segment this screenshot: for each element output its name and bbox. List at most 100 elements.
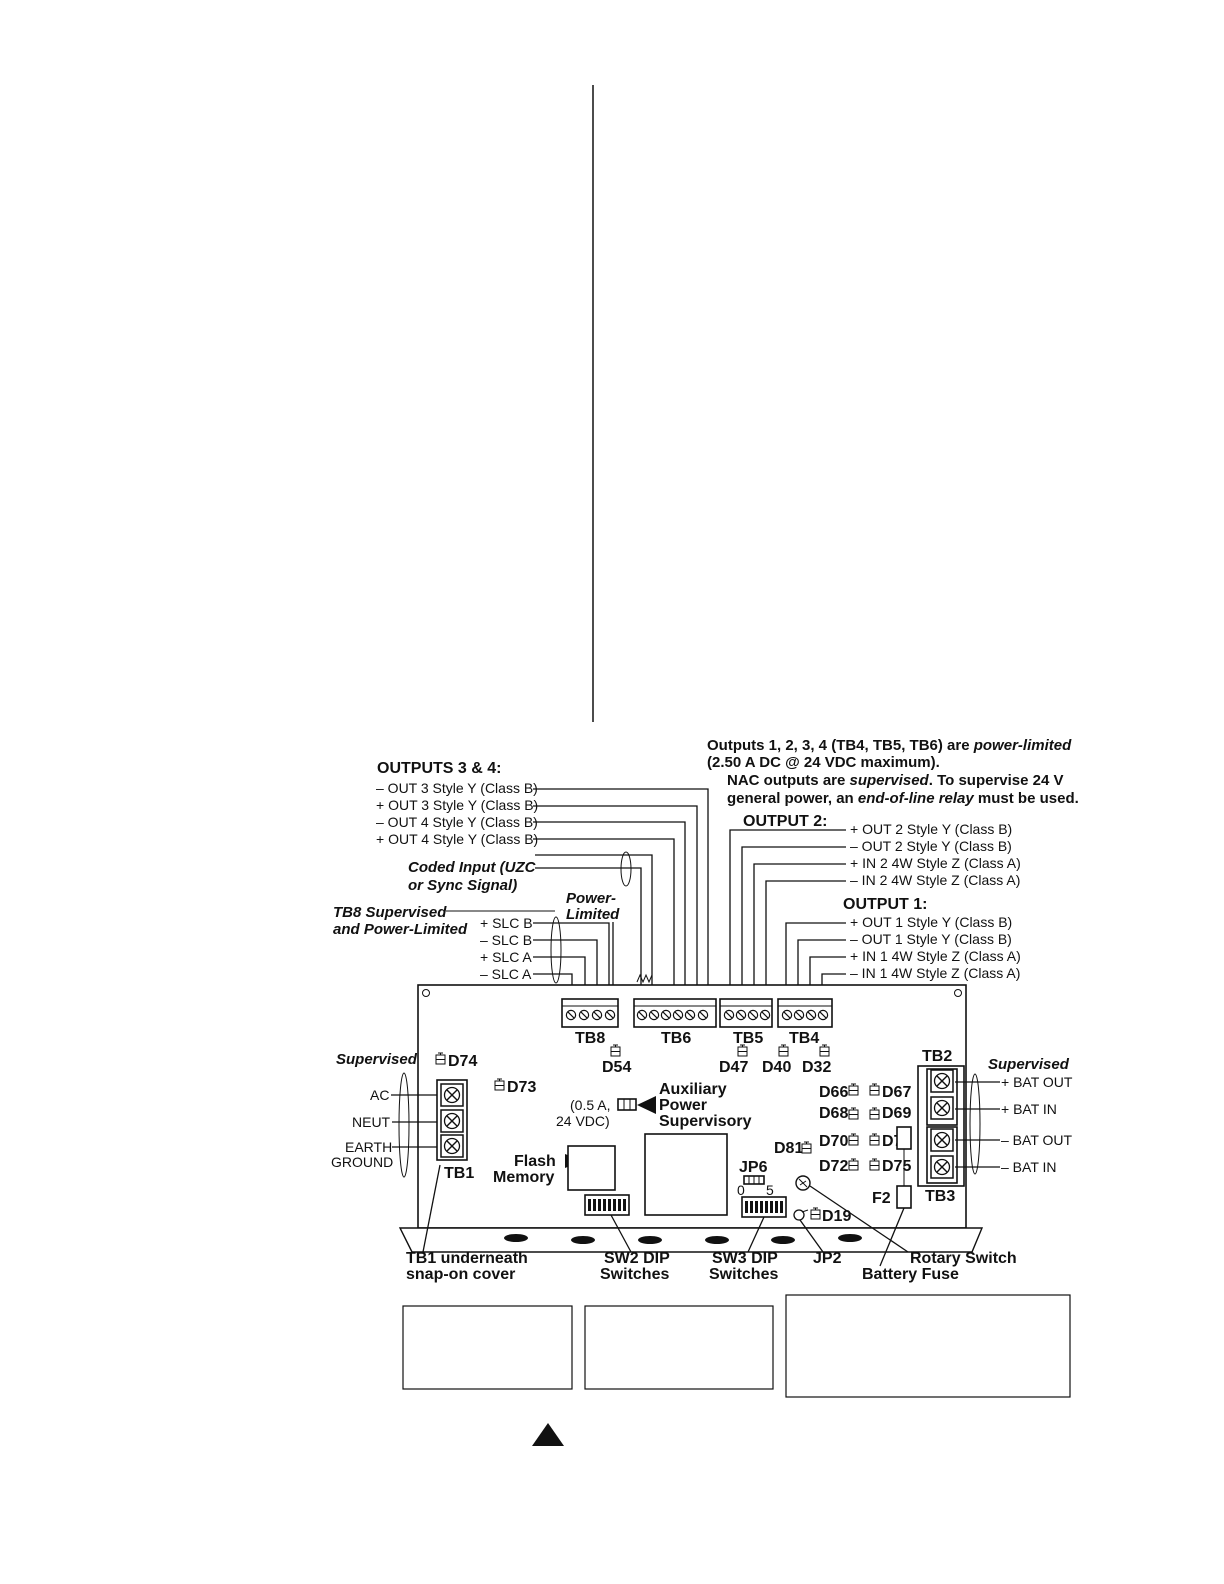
- tb4-label: TB4: [789, 1030, 819, 1047]
- led-d32-icon: [819, 1044, 830, 1057]
- in2-neg-label: – IN 2 4W Style Z (Class A): [850, 872, 1020, 888]
- led-d71-icon: [869, 1133, 880, 1146]
- aux-label-3: Supervisory: [659, 1113, 752, 1130]
- led-d73-label: D73: [507, 1079, 536, 1096]
- battery-fuse-icon: [896, 1126, 912, 1209]
- tb8-label: TB8: [575, 1030, 605, 1047]
- tb1-callout-2: snap-on cover: [406, 1266, 515, 1283]
- led-d69-label: D69: [882, 1105, 911, 1122]
- f2-label: F2: [872, 1190, 891, 1207]
- aux-spec-1: (0.5 A,: [570, 1097, 610, 1113]
- led-d75-label: D75: [882, 1158, 911, 1175]
- tb2-tb3-terminal-block: [917, 1065, 965, 1187]
- tb8-note-2: and Power-Limited: [333, 921, 468, 938]
- tb8-note-1: TB8 Supervised: [333, 904, 447, 921]
- led-d72-icon: [848, 1158, 859, 1171]
- note-line-1: Outputs 1, 2, 3, 4 (TB4, TB5, TB6) are p…: [707, 737, 1072, 754]
- led-d81-icon: [801, 1141, 812, 1154]
- led-d40-icon: [778, 1044, 789, 1057]
- rotary-switch-callout: Rotary Switch: [910, 1250, 1017, 1267]
- tb6-label: TB6: [661, 1030, 691, 1047]
- tb3-label: TB3: [925, 1188, 955, 1205]
- chassis-skirt: [398, 1227, 984, 1253]
- note-line-3: NAC outputs are supervised. To supervise…: [727, 772, 1064, 789]
- led-d73-icon: [494, 1078, 505, 1091]
- led-d68-icon: [848, 1107, 859, 1120]
- note-line-2: (2.50 A DC @ 24 VDC maximum).: [707, 754, 940, 771]
- led-d32-label: D32: [802, 1059, 831, 1076]
- slc-a-pos-label: + SLC A: [480, 949, 532, 965]
- aux-jumper: [617, 1098, 637, 1111]
- coded-input-label-2: or Sync Signal): [408, 877, 517, 894]
- led-d69-icon: [869, 1107, 880, 1120]
- neut-label: NEUT: [352, 1114, 391, 1130]
- in1-neg-label: – IN 1 4W Style Z (Class A): [850, 965, 1020, 981]
- note-line-4: general power, an end-of-line relay must…: [727, 790, 1079, 807]
- tb4-terminal-block: [777, 998, 833, 1028]
- jp6-label: JP6: [739, 1159, 768, 1176]
- bat-in-pos-label: + BAT IN: [1001, 1101, 1057, 1117]
- led-d67-icon: [869, 1083, 880, 1096]
- led-d54-label: D54: [602, 1059, 631, 1076]
- led-d81-label: D81: [774, 1140, 803, 1157]
- processor-chip: [644, 1133, 728, 1216]
- out3-neg-label: – OUT 3 Style Y (Class B): [376, 780, 538, 796]
- out1-neg-label: – OUT 1 Style Y (Class B): [850, 931, 1012, 947]
- led-d67-label: D67: [882, 1084, 911, 1101]
- slc-b-pos-label: + SLC B: [480, 915, 533, 931]
- aux-label-1: Auxiliary: [659, 1081, 727, 1098]
- coded-input-label-1: Coded Input (UZC: [408, 859, 537, 876]
- in1-pos-label: + IN 1 4W Style Z (Class A): [850, 948, 1021, 964]
- sw2-callout-1: SW2 DIP: [604, 1250, 670, 1267]
- battery-supervised-label: Supervised: [988, 1056, 1070, 1073]
- led-d19-label: D19: [822, 1208, 851, 1225]
- slc-b-neg-label: – SLC B: [480, 932, 532, 948]
- output-2-leaders: [729, 829, 846, 999]
- blank-box-2: [584, 1305, 774, 1390]
- led-d47-icon: [737, 1044, 748, 1057]
- sw3-dip-switches: [741, 1196, 787, 1218]
- sw2-callout-2: Switches: [600, 1266, 669, 1283]
- led-d68-label: D68: [819, 1105, 848, 1122]
- jp6-jumper: [743, 1175, 765, 1185]
- out4-pos-label: + OUT 4 Style Y (Class B): [376, 831, 538, 847]
- bat-in-neg-label: – BAT IN: [1001, 1159, 1057, 1175]
- flash-memory-chip: [567, 1145, 616, 1191]
- rotary-switch-icon: [795, 1175, 811, 1191]
- output-1-title: OUTPUT 1:: [843, 896, 927, 913]
- tb1-callout-1: TB1 underneath: [406, 1250, 528, 1267]
- ac-supervised-label: Supervised: [336, 1051, 418, 1068]
- ground-label: GROUND: [331, 1154, 393, 1170]
- jp2-jumper-icon: [793, 1209, 809, 1221]
- led-d19-icon: [810, 1207, 821, 1220]
- led-d47-label: D47: [719, 1059, 748, 1076]
- led-d70-label: D70: [819, 1133, 848, 1150]
- out3-pos-label: + OUT 3 Style Y (Class B): [376, 797, 538, 813]
- tb5-terminal-block: [719, 998, 773, 1028]
- sw3-callout-2: Switches: [709, 1266, 778, 1283]
- in2-pos-label: + IN 2 4W Style Z (Class A): [850, 855, 1021, 871]
- slc-a-neg-label: – SLC A: [480, 966, 532, 982]
- led-d66-icon: [848, 1083, 859, 1096]
- tb1-label: TB1: [444, 1165, 474, 1182]
- output-2-title: OUTPUT 2:: [743, 813, 827, 830]
- out2-neg-label: – OUT 2 Style Y (Class B): [850, 838, 1012, 854]
- aux-pointer-icon: [637, 1096, 656, 1114]
- power-limited-label-1: Power-: [566, 890, 616, 907]
- tb5-label: TB5: [733, 1030, 763, 1047]
- jp2-callout: JP2: [813, 1250, 842, 1267]
- sw2-dip-switches: [584, 1194, 630, 1216]
- led-d75-icon: [869, 1158, 880, 1171]
- sw3-callout-1: SW3 DIP: [712, 1250, 778, 1267]
- out2-pos-label: + OUT 2 Style Y (Class B): [850, 821, 1012, 837]
- bat-out-neg-label: – BAT OUT: [1001, 1132, 1073, 1148]
- led-d66-label: D66: [819, 1084, 848, 1101]
- led-d40-label: D40: [762, 1059, 791, 1076]
- jp6-min-label: 0: [737, 1182, 745, 1198]
- warning-triangle-icon: [532, 1423, 564, 1446]
- led-d70-icon: [848, 1133, 859, 1146]
- power-limited-label-2: Limited: [566, 906, 620, 923]
- ac-label: AC: [370, 1087, 389, 1103]
- flash-label-2: Memory: [493, 1169, 554, 1186]
